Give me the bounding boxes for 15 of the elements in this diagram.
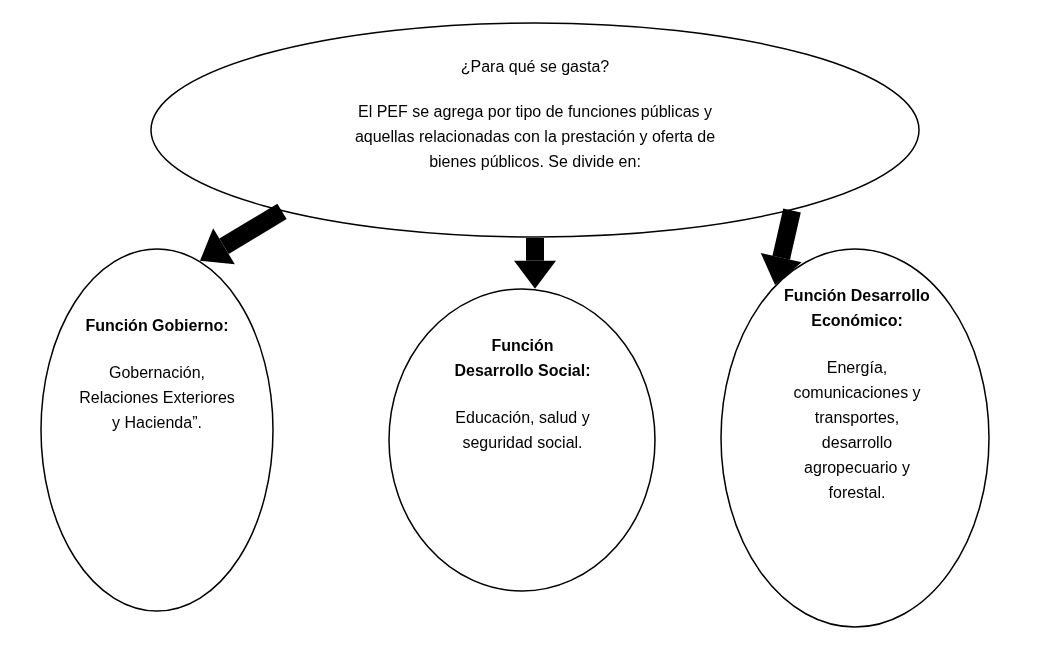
node-heading: Función Gobierno: — [84, 316, 230, 336]
node-text: Energía, comunicaciones y transportes, desarrollo agropecuario y forestal. — [792, 358, 922, 503]
node-text: Educación, salud y seguridad social. — [454, 408, 591, 453]
ellipse-node — [150, 22, 920, 238]
node-text: El PEF se agrega por tipo de funciones públicas y aquellas relacionadas con la prestación y oferta de bienes públicos. Se divide en: — [353, 102, 717, 172]
ellipse-node — [40, 248, 274, 612]
ellipse-node — [388, 288, 656, 592]
node-text: Gobernación, Relaciones Exteriores y Hacienda”. — [78, 363, 236, 433]
block-arrow — [200, 203, 287, 265]
node-text: ¿Para qué se gasta? — [459, 57, 611, 77]
block-arrow — [514, 238, 556, 289]
block-arrow — [760, 208, 802, 285]
node-heading: Función Desarrollo Económico: — [783, 286, 931, 331]
node-heading: Función Desarrollo Social: — [453, 336, 592, 381]
ellipse-node — [720, 248, 990, 628]
